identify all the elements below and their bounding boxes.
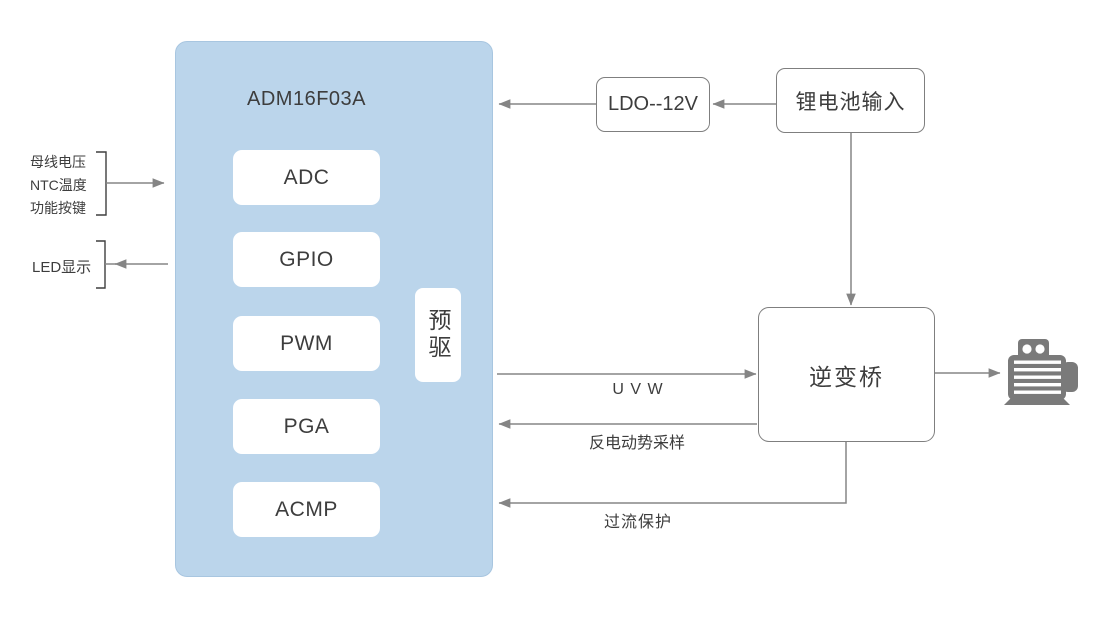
bemf-sampling-label: 反电动势采样 — [588, 435, 685, 452]
battery-input-box: 锂电池输入 — [776, 68, 925, 133]
bus-input-labels: 母线电压 NTC温度 功能按键 — [30, 151, 120, 220]
uvw-label: U V W — [612, 381, 664, 398]
module-label-pwm: PWM — [280, 331, 333, 355]
module-box-gpio: GPIO — [233, 232, 380, 287]
module-label-gpio: GPIO — [279, 247, 334, 271]
module-box-pwm: PWM — [233, 316, 380, 371]
module-box-acmp: ACMP — [233, 482, 380, 537]
inverter-bridge-box: 逆变桥 — [758, 307, 935, 442]
led-display-label: LED显示 — [32, 259, 92, 276]
overcurrent-protection-label: 过流保护 — [603, 514, 672, 531]
module-label-adc: ADC — [283, 165, 330, 189]
predriver-box: 预驱 — [415, 288, 461, 382]
module-label-pga: PGA — [283, 414, 330, 438]
battery-label: 锂电池输入 — [795, 90, 906, 114]
inverter-label: 逆变桥 — [809, 363, 884, 390]
ldo-box: LDO--12V — [596, 77, 710, 132]
chip-title: ADM16F03A — [247, 88, 366, 110]
bus-voltage-label: 母线电压 — [30, 154, 86, 170]
module-label-acmp: ACMP — [275, 497, 338, 521]
module-box-adc: ADC — [233, 150, 380, 205]
ldo-label: LDO--12V — [607, 93, 699, 115]
module-box-pga: PGA — [233, 399, 380, 454]
function-key-label: 功能按键 — [30, 200, 86, 216]
motor-icon — [1004, 339, 1078, 405]
ntc-temperature-label: NTC温度 — [30, 177, 87, 193]
